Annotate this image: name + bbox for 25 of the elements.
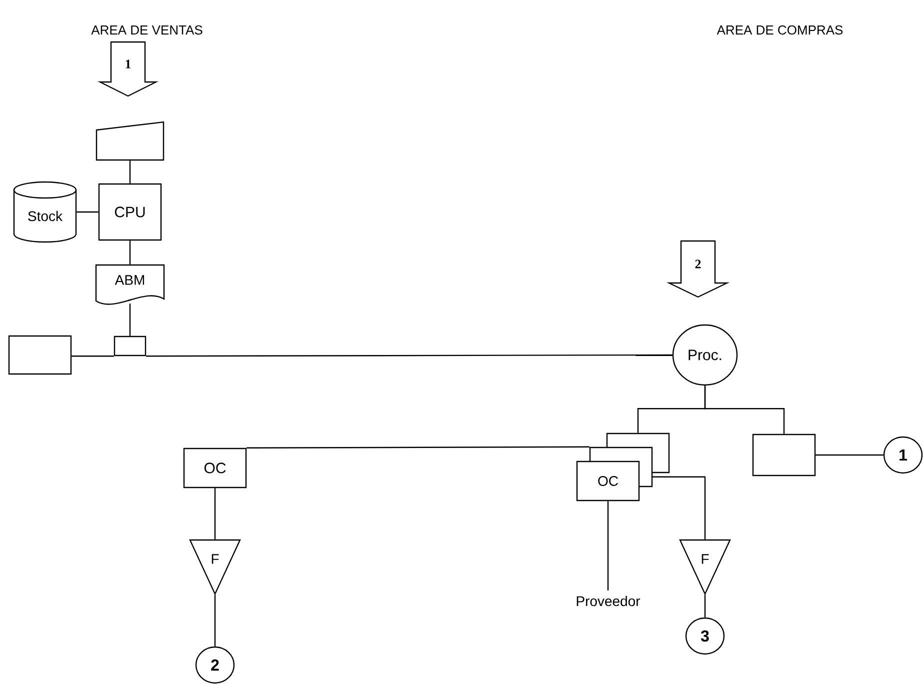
connector-line bbox=[704, 594, 706, 618]
process-box: OC bbox=[183, 448, 247, 488]
connector-line bbox=[652, 476, 706, 540]
connector-line bbox=[129, 160, 131, 184]
connector-line bbox=[607, 501, 609, 590]
connector-line bbox=[146, 354, 672, 357]
area-heading: AREA DE COMPRAS bbox=[716, 25, 843, 35]
connector-line bbox=[72, 356, 114, 357]
process-box bbox=[752, 434, 816, 476]
process-box bbox=[114, 336, 146, 356]
manual-input-shape bbox=[96, 121, 164, 161]
database-cylinder: Stock bbox=[13, 181, 77, 243]
connector-line bbox=[214, 594, 216, 646]
connector-line bbox=[816, 454, 884, 456]
connector-line bbox=[76, 211, 98, 213]
connector-line bbox=[214, 488, 216, 540]
connector-line bbox=[246, 446, 590, 448]
document-stack: OC bbox=[576, 432, 670, 502]
connector-line bbox=[129, 304, 131, 336]
end-label: Proveedor bbox=[576, 596, 640, 606]
connector-line bbox=[129, 240, 131, 264]
process-box: CPU bbox=[98, 183, 162, 241]
connector-line bbox=[704, 386, 785, 434]
node-label: Stock bbox=[28, 210, 63, 222]
process-box bbox=[8, 335, 72, 375]
